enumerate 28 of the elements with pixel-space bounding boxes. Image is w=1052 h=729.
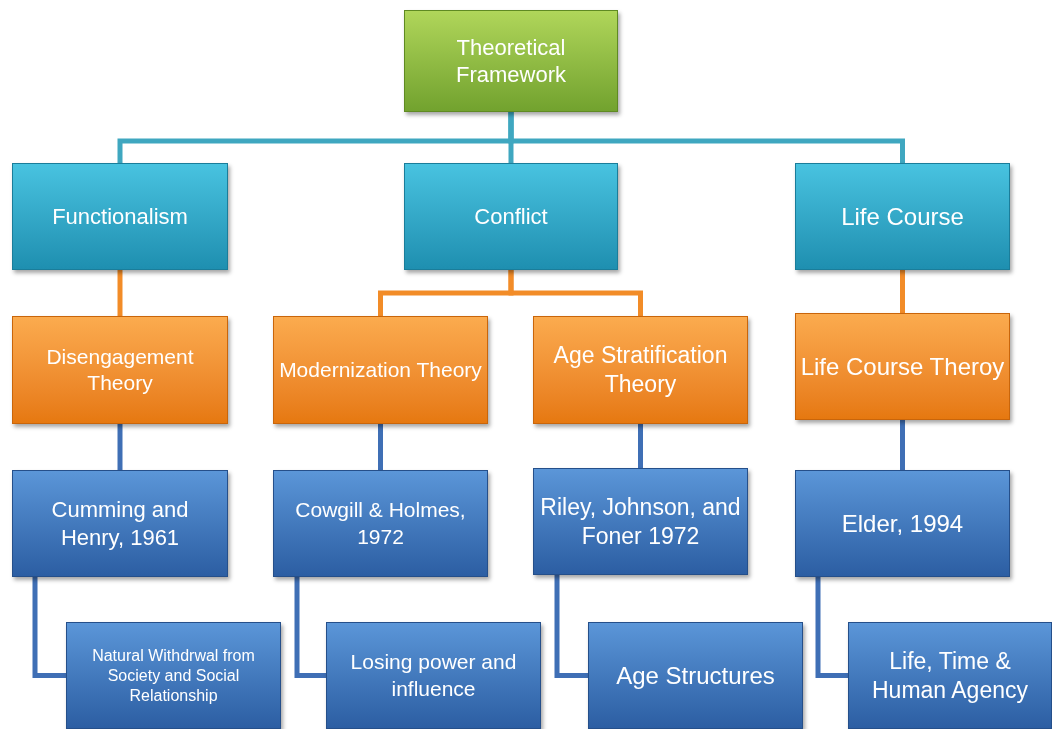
connector-line [117,424,123,470]
connector-line [900,270,905,313]
concept-box: Age Structures [588,622,803,729]
connector-line [815,577,848,678]
concept-box: Theoretical Framework [404,10,618,112]
connector-line [900,420,905,470]
concept-box: Cowgill & Holmes, 1972 [273,470,488,577]
concept-box: Riley, Johnson, and Foner 1972 [533,468,748,575]
connector-line [554,575,588,678]
connector-line [638,424,643,468]
concept-box: Age Stratification Theory [533,316,748,424]
connector-line [32,577,66,678]
connector-line [378,424,383,470]
concept-box: Life, Time & Human Agency [848,622,1052,729]
connector-line [508,112,905,163]
concept-box: Disengagement Theory [12,316,228,424]
concept-box: Life Course Theroy [795,313,1010,420]
concept-box: Functionalism [12,163,228,270]
concept-box: Elder, 1994 [795,470,1010,577]
concept-box: Natural Withdrwal from Society and Social Relationship [66,622,281,729]
concept-box: Modernization Theory [273,316,488,424]
concept-box: Losing power and influence [326,622,541,729]
concept-box: Cumming and Henry, 1961 [12,470,228,577]
connector-line [508,270,643,316]
connector-line [294,577,326,678]
connector-line [117,270,123,316]
concept-box: Conflict [404,163,618,270]
concept-box: Life Course [795,163,1010,270]
